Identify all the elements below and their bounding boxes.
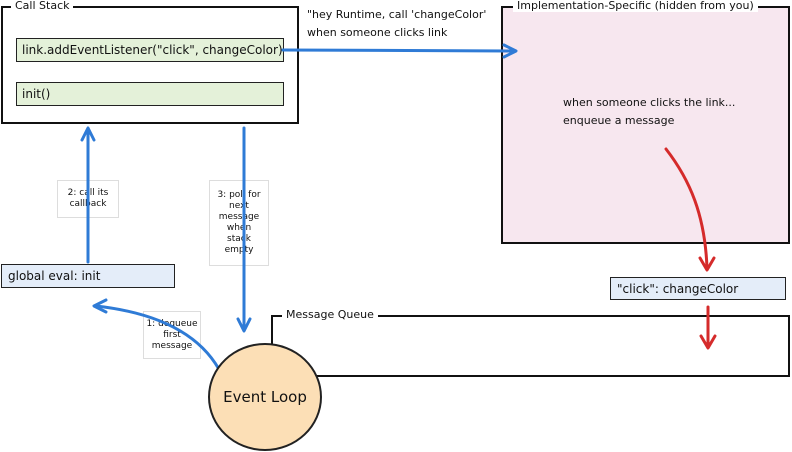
register-arrow xyxy=(281,48,516,53)
poll-arrow-head xyxy=(236,317,252,333)
message-queue-frame: Message Queue xyxy=(271,309,790,377)
global-eval-label: global eval: init xyxy=(8,269,101,283)
poll-line6: empty xyxy=(224,245,254,255)
call-callback-line2: callback xyxy=(69,199,107,209)
dequeue-line3: message xyxy=(151,340,193,351)
dequeue-arrow-head xyxy=(92,298,108,314)
poll-line1: 3: poll for xyxy=(217,190,261,200)
runtime-note: "hey Runtime, call 'changeColor' when so… xyxy=(307,6,486,42)
dequeue-line2: first xyxy=(163,329,181,340)
click-message-label: "click": changeColor xyxy=(617,281,739,296)
callback-arrow-head xyxy=(80,126,96,142)
enqueue-arrow-head xyxy=(698,256,716,272)
implementation-line1: when someone clicks the link... xyxy=(563,96,736,109)
poll-line3: message xyxy=(218,212,260,222)
implementation-specific-box: Implementation-Specific (hidden from you… xyxy=(501,0,790,244)
call-stack-frame: Call Stack link.addEventListener("click"… xyxy=(1,0,299,124)
runtime-note-line2: when someone clicks link xyxy=(307,26,448,39)
poll-note: 3: poll for next message when stack empt… xyxy=(209,180,269,266)
call-stack-title: Call Stack xyxy=(11,0,74,12)
call-callback-note: 2: call its callback xyxy=(57,180,119,218)
stack-frame-add-event-listener[interactable]: link.addEventListener("click", changeCol… xyxy=(16,38,284,62)
stack-frame-label: link.addEventListener("click", changeCol… xyxy=(22,43,283,57)
stack-frame-label: init() xyxy=(22,87,51,101)
implementation-text: when someone clicks the link... enqueue … xyxy=(563,94,735,130)
call-callback-line1: 2: call its xyxy=(67,188,109,198)
stack-frame-init[interactable]: init() xyxy=(16,82,284,106)
runtime-note-line1: "hey Runtime, call 'changeColor' xyxy=(307,8,487,21)
poll-line5: stack xyxy=(227,234,251,244)
implementation-title: Implementation-Specific (hidden from you… xyxy=(513,0,758,12)
poll-line4: when xyxy=(226,223,252,233)
dequeue-line1: 1: dequeue xyxy=(146,318,198,329)
poll-line2: next xyxy=(229,201,249,211)
message-queue-title: Message Queue xyxy=(282,309,378,321)
dequeue-note: 1: dequeue first message xyxy=(143,311,201,359)
global-eval-box[interactable]: global eval: init xyxy=(1,264,175,288)
click-message-box[interactable]: "click": changeColor xyxy=(610,277,786,300)
event-loop-circle[interactable]: Event Loop xyxy=(208,343,322,451)
event-loop-label: Event Loop xyxy=(223,388,307,406)
implementation-line2: enqueue a message xyxy=(563,114,675,127)
